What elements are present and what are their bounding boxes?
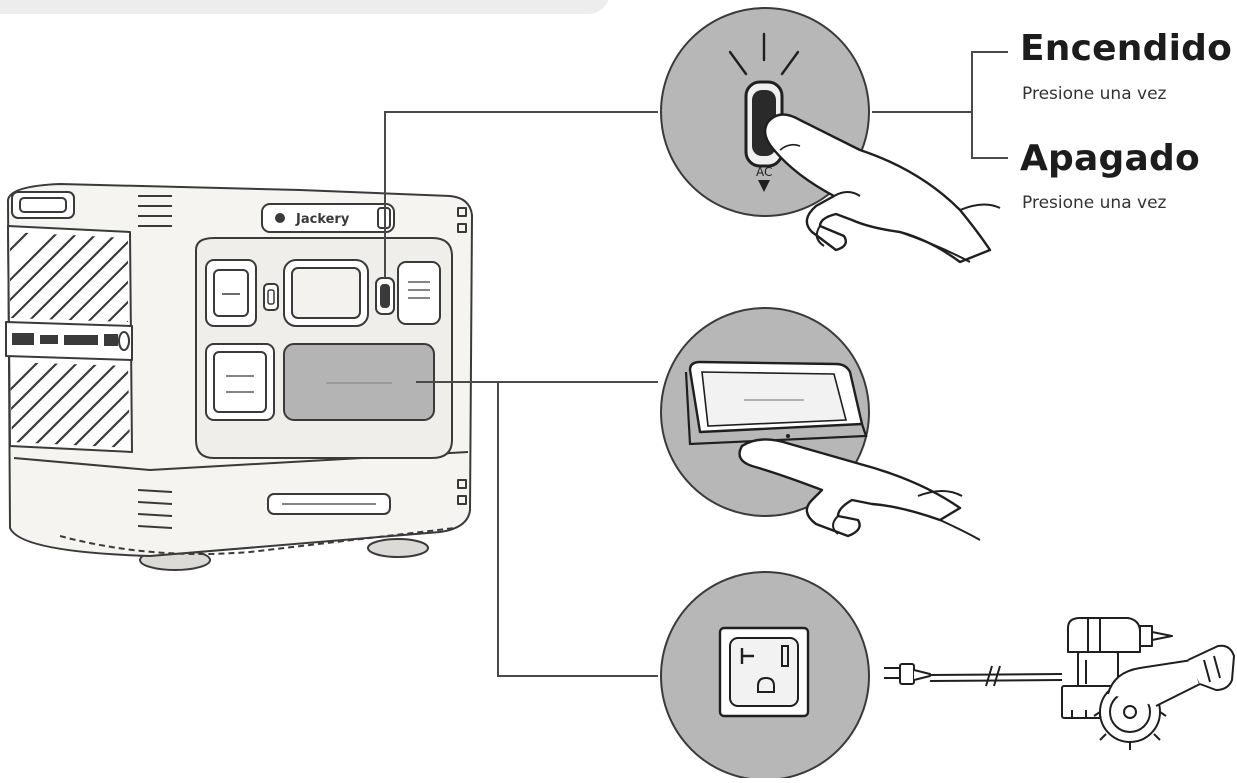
connector-lines <box>384 51 1008 677</box>
ac-outlet-callout <box>660 571 870 781</box>
hand-arm-line <box>899 231 971 263</box>
top-vents <box>137 195 173 529</box>
power-station <box>5 183 473 571</box>
power-on-instruction: Presione una vez <box>1022 84 1167 104</box>
power-on-title: Encendido <box>1020 28 1233 69</box>
hand-wrist-line <box>959 203 1001 211</box>
ac-button-callout <box>660 7 992 264</box>
device-brand-label: Jackery <box>295 212 350 227</box>
power-off-instruction: Presione una vez <box>1022 193 1167 213</box>
top-banner-edge <box>0 0 610 14</box>
hand-arm-line-2 <box>939 519 981 541</box>
power-tools-illustration <box>884 617 1235 750</box>
screen-tilt-callout <box>660 307 962 538</box>
power-off-title: Apagado <box>1020 138 1200 179</box>
hand-wrist-line-2 <box>917 490 963 497</box>
ac-button-label: AC <box>756 165 772 179</box>
side-marks <box>457 207 467 505</box>
